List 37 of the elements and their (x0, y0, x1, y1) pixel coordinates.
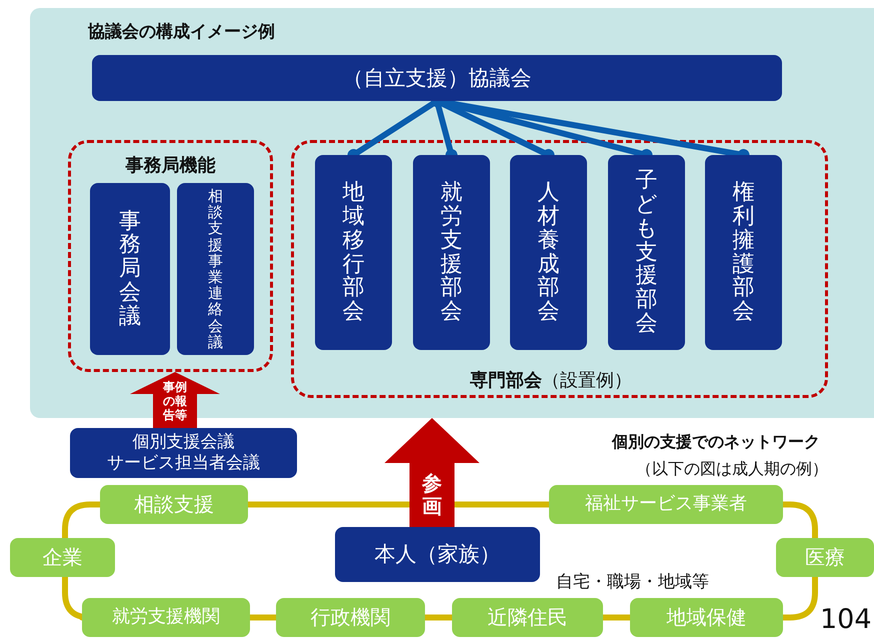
network-heading: 個別の支援でのネットワーク (612, 432, 820, 453)
edge-label: 事例の報告等 (161, 381, 189, 423)
committee-box: 地域移行部会 (315, 155, 392, 350)
dashed-group (291, 140, 828, 398)
network-box: 近隣住民 (452, 598, 603, 637)
group-heading: 事務局機能 (124, 154, 216, 177)
panel-heading: 協議会の構成イメージ例 (88, 21, 275, 43)
committee-box: 就労支援部会 (413, 155, 490, 350)
committee-box: 人材養成部会 (510, 155, 587, 350)
group-heading: 専門部会（設置例） (470, 369, 632, 392)
note-text: （以下の図は成人期の例） (636, 459, 828, 480)
network-box: 医療 (776, 538, 874, 577)
network-line (780, 502, 818, 541)
page-number: 104 (820, 606, 872, 633)
place-text: 自宅・職場・地域等 (556, 571, 709, 593)
network-box: 地域保健 (630, 598, 783, 637)
block-arrow (130, 372, 220, 428)
network-box: 福祉サービス事業者 (549, 485, 783, 524)
meeting-box: 個別支援会議 サービス担当者会議 (70, 428, 297, 478)
network-box: 企業 (10, 538, 115, 577)
network-box: 相談支援 (100, 485, 248, 524)
network-line (62, 502, 103, 541)
block-arrow (384, 418, 480, 527)
meeting-box: 相談支援事業連絡会議 (177, 183, 254, 355)
network-line (422, 614, 455, 620)
network-line (247, 614, 279, 620)
meeting-box: 事務局会議 (90, 183, 170, 355)
person-box: 本人（家族） (335, 527, 540, 582)
council-bar: （自立支援）協議会 (92, 55, 782, 101)
committee-box: 権利擁護部会 (705, 155, 782, 350)
network-box: 就労支援機関 (82, 598, 250, 637)
dashed-group (68, 140, 273, 372)
network-box: 行政機関 (276, 598, 425, 637)
network-line (600, 614, 633, 620)
edge-label: 参画 (420, 472, 444, 518)
committee-box: 子ども支援部会 (608, 155, 685, 350)
network-line (780, 574, 818, 620)
